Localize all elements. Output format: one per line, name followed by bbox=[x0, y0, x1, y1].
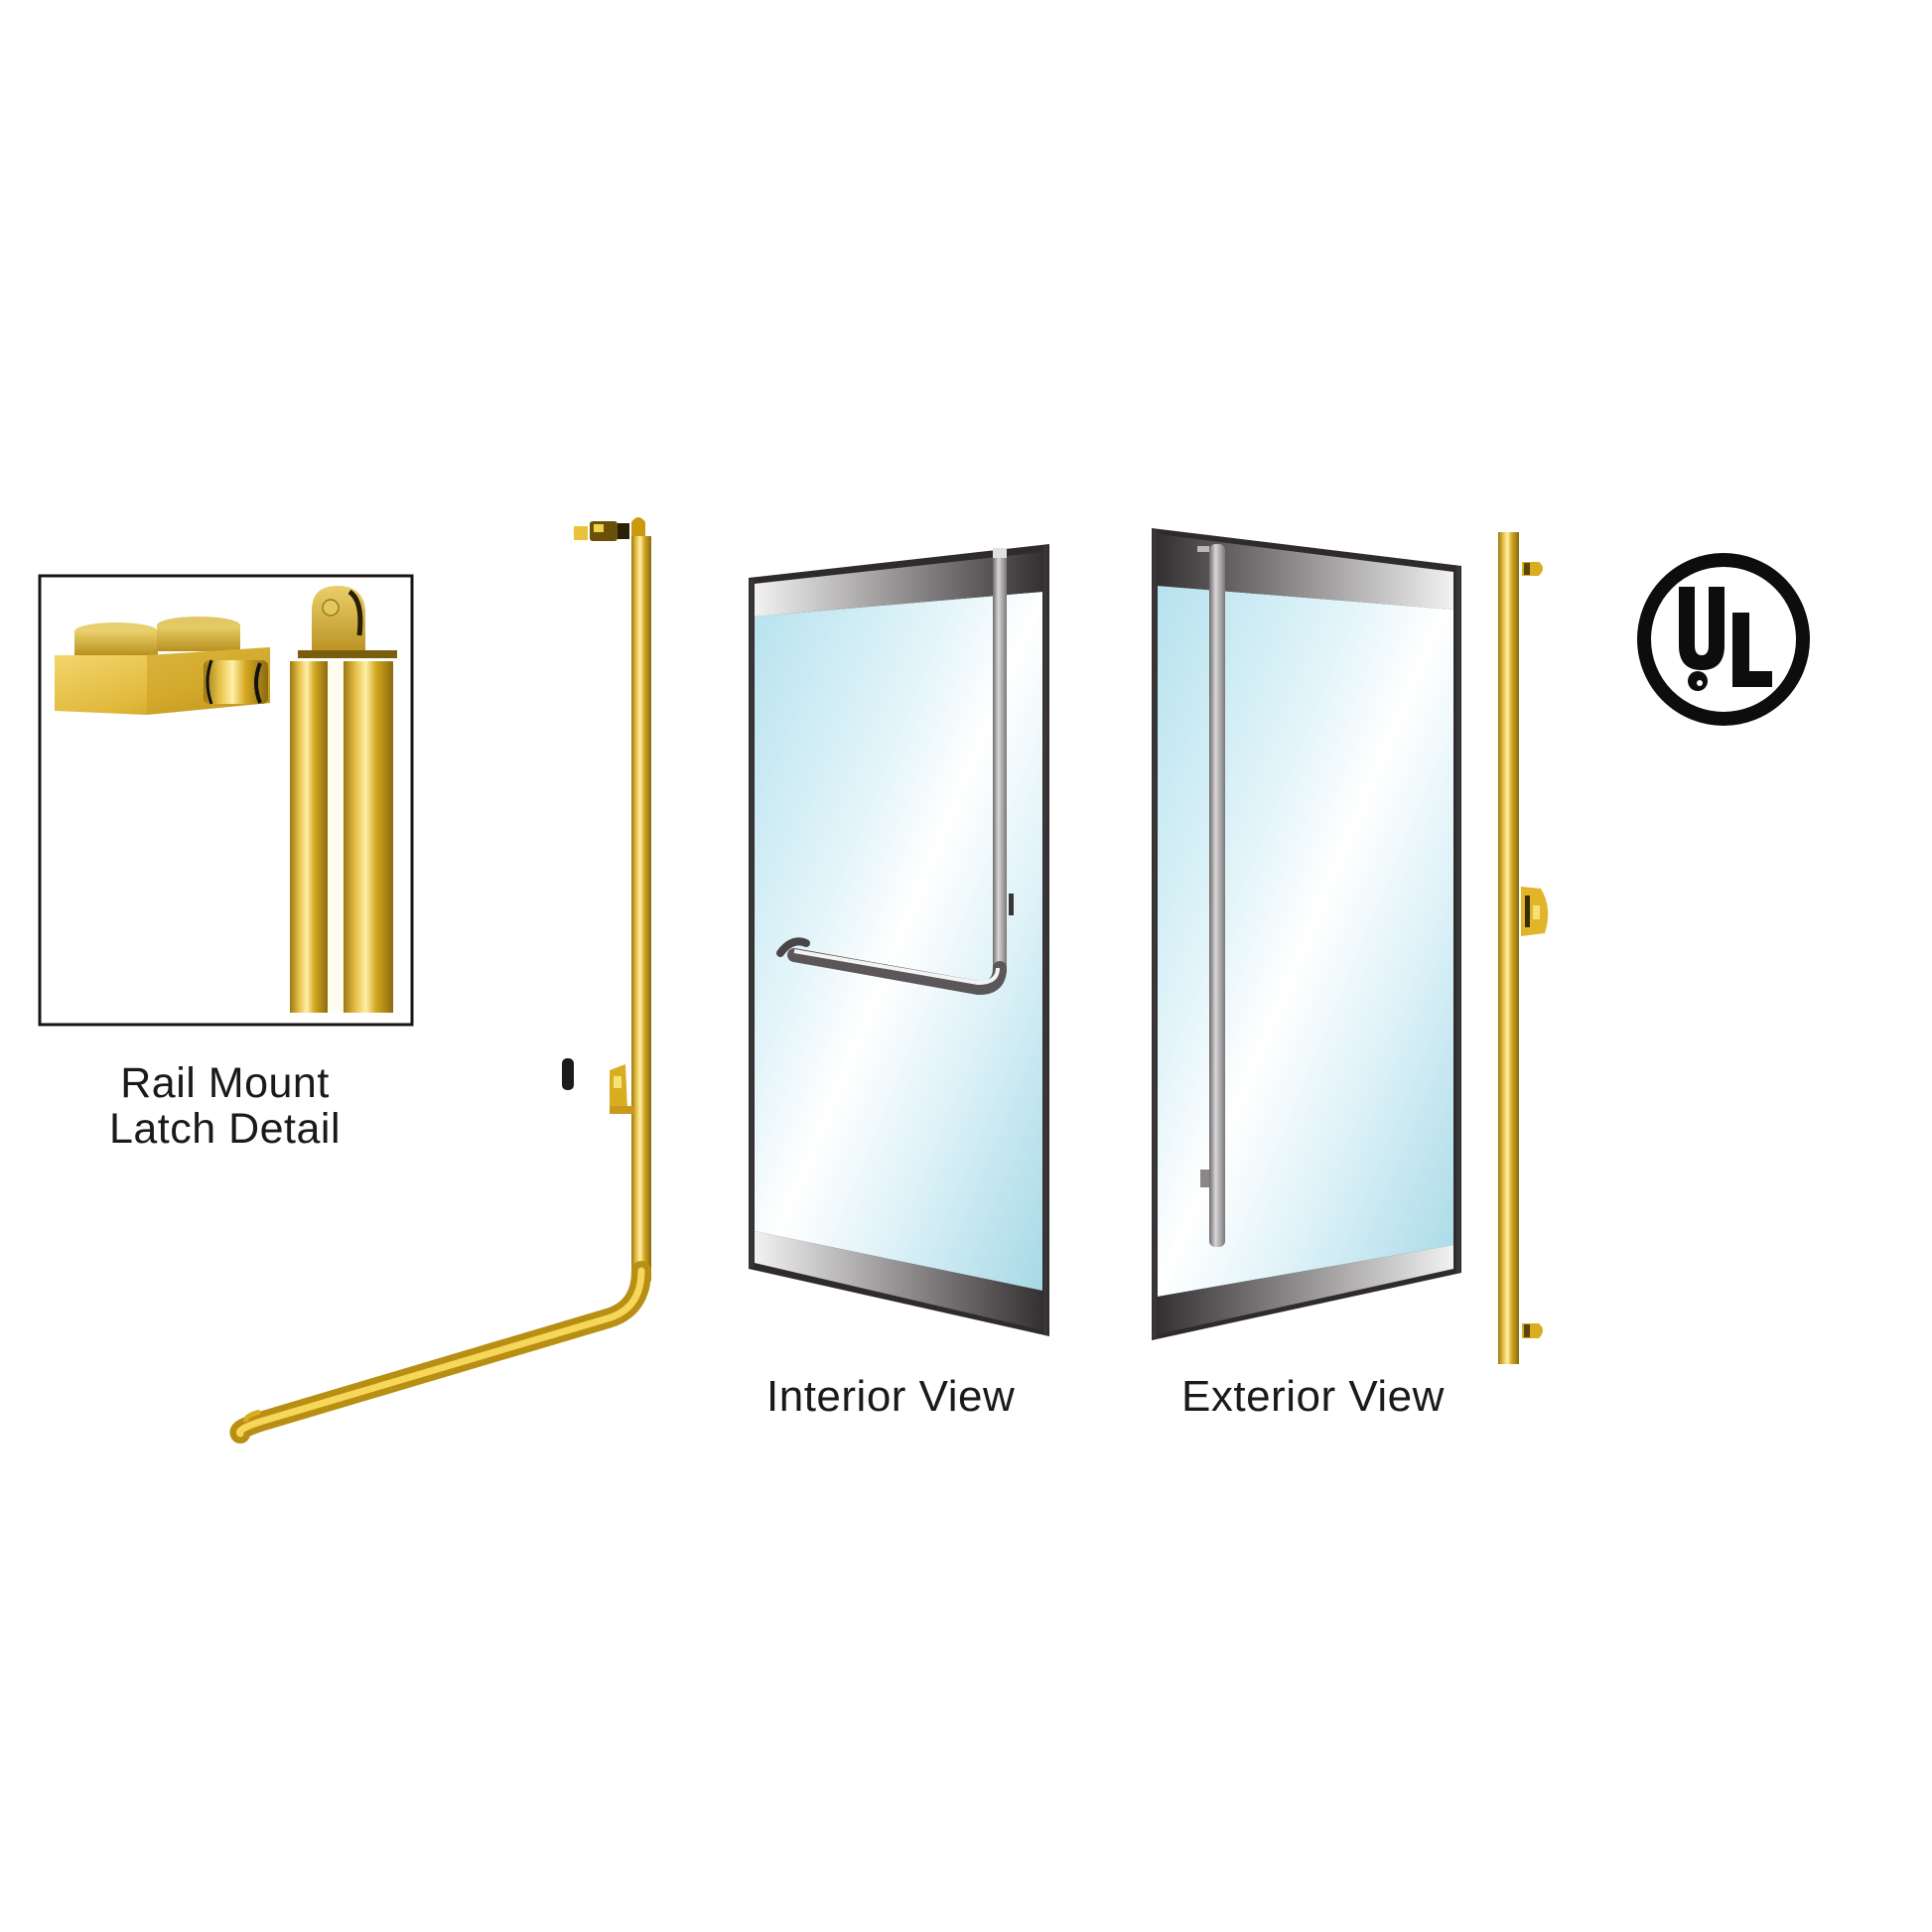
set-screw-icon bbox=[562, 1058, 574, 1090]
interior-view-label: Interior View bbox=[766, 1372, 1016, 1421]
interior-view-door bbox=[749, 544, 1049, 1336]
ladder-pull-handle bbox=[229, 517, 651, 1444]
rail-tube-icon bbox=[290, 586, 397, 1013]
exterior-pull-bar bbox=[1197, 544, 1225, 1247]
latch-block-icon bbox=[55, 617, 270, 715]
side-latch-rail bbox=[1498, 532, 1549, 1364]
interior-pull-handle bbox=[776, 548, 1014, 996]
exterior-view-label: Exterior View bbox=[1181, 1372, 1445, 1421]
top-latch-icon bbox=[574, 517, 645, 541]
exterior-view-door bbox=[1152, 528, 1461, 1340]
ul-listed-icon bbox=[1637, 553, 1810, 726]
detail-caption-line2: Latch Detail bbox=[108, 1105, 342, 1153]
latch-detail-inset bbox=[38, 574, 414, 1027]
detail-caption-line1: Rail Mount bbox=[120, 1059, 330, 1107]
latch-detail-caption: Rail Mount Latch Detail bbox=[38, 1060, 412, 1152]
